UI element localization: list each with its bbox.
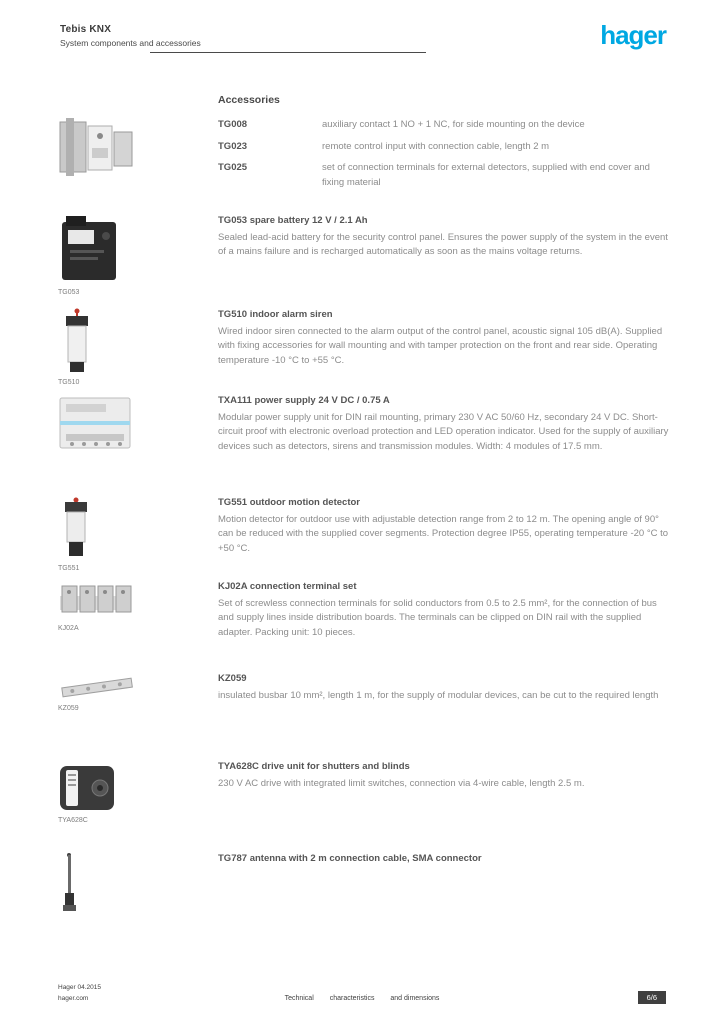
product-row: TG053 TG053 spare battery 12 V / 2.1 Ah … bbox=[58, 214, 670, 296]
product-caption: TYA628C bbox=[58, 817, 88, 824]
product-text: TXA111 power supply 24 V DC / 0.75 A Mod… bbox=[218, 394, 670, 455]
terminal-set-image bbox=[60, 585, 132, 613]
reference-code: TG053 bbox=[218, 215, 248, 226]
reference-code: KZ059 bbox=[218, 673, 247, 684]
product-text: TG510 indoor alarm siren Wired indoor si… bbox=[218, 308, 670, 369]
product-caption: TG053 bbox=[58, 289, 80, 296]
product-description: 230 V AC drive with integrated limit swi… bbox=[218, 777, 585, 789]
product-description: Sealed lead-acid battery for the securit… bbox=[218, 231, 668, 258]
product-image-column: TG551 bbox=[58, 496, 218, 572]
product-image-column bbox=[58, 394, 218, 455]
product-caption: TG551 bbox=[58, 565, 80, 572]
accessory-entry: TG008 auxiliary contact 1 NO + 1 NC, for… bbox=[218, 118, 670, 133]
reference-code: TXA111 bbox=[218, 395, 252, 406]
reference-line: TG510 indoor alarm siren bbox=[218, 308, 670, 323]
product-image-column bbox=[58, 118, 218, 179]
power-supply-image bbox=[59, 397, 131, 449]
page-header: Tebis KNX System components and accessor… bbox=[60, 24, 201, 48]
product-text: KZ059 insulated busbar 10 mm², length 1 … bbox=[218, 672, 670, 703]
product-image-column: KZ059 bbox=[58, 672, 218, 712]
product-row: TG787 antenna with 2 m connection cable,… bbox=[58, 852, 670, 917]
product-text: TG008 auxiliary contact 1 NO + 1 NC, for… bbox=[218, 118, 670, 198]
product-image-column: TG053 bbox=[58, 214, 218, 296]
product-title: drive unit for shutters and blinds bbox=[261, 761, 410, 772]
product-caption: TG510 bbox=[58, 379, 80, 386]
wired-detector-image bbox=[66, 308, 88, 372]
outdoor-detector-image bbox=[65, 497, 87, 556]
product-row: TYA628C TYA628C drive unit for shutters … bbox=[58, 760, 670, 824]
battery-image bbox=[62, 216, 116, 280]
product-row: KZ059 KZ059 insulated busbar 10 mm², len… bbox=[58, 672, 670, 712]
product-image-column: TYA628C bbox=[58, 760, 218, 824]
product-image-column: TG510 bbox=[58, 308, 218, 386]
reference-line: KZ059 bbox=[218, 672, 670, 687]
reference-line: TG787 antenna with 2 m connection cable,… bbox=[218, 852, 670, 867]
product-description: insulated busbar 10 mm², length 1 m, for… bbox=[218, 689, 659, 701]
reference-code: TG787 bbox=[218, 853, 248, 864]
product-title: power supply 24 V DC / 0.75 A bbox=[254, 395, 390, 406]
product-row: TXA111 power supply 24 V DC / 0.75 A Mod… bbox=[58, 394, 670, 455]
reference-line: KJ02A connection terminal set bbox=[218, 580, 670, 595]
product-title: indoor alarm siren bbox=[249, 309, 333, 320]
product-title: antenna with 2 m connection cable, SMA c… bbox=[249, 853, 482, 864]
footer-left-line2: hager.com bbox=[58, 994, 89, 1002]
antenna-image bbox=[63, 853, 76, 911]
footer-center-item: and dimensions bbox=[390, 995, 440, 1002]
reference-code: TG510 bbox=[218, 309, 248, 320]
reference-line: TYA628C drive unit for shutters and blin… bbox=[218, 760, 670, 775]
product-text: TG053 spare battery 12 V / 2.1 Ah Sealed… bbox=[218, 214, 670, 260]
reference-line: TXA111 power supply 24 V DC / 0.75 A bbox=[218, 394, 670, 409]
reference-description: set of connection terminals for external… bbox=[322, 162, 650, 189]
product-description: Set of screwless connection terminals fo… bbox=[218, 597, 657, 639]
busbar-image bbox=[61, 677, 133, 698]
reference-code: TG025 bbox=[218, 162, 248, 174]
reference-code: TG551 bbox=[218, 497, 248, 508]
hager-logo: hager bbox=[600, 20, 667, 50]
product-description: Wired indoor siren connected to the alar… bbox=[218, 325, 663, 367]
product-text: TYA628C drive unit for shutters and blin… bbox=[218, 760, 670, 791]
reference-code: TYA628C bbox=[218, 761, 259, 772]
product-description: Motion detector for outdoor use with adj… bbox=[218, 513, 669, 555]
product-description: Modular power supply unit for DIN rail m… bbox=[218, 411, 669, 453]
drive-unit-image bbox=[60, 766, 114, 810]
product-caption: KZ059 bbox=[58, 705, 79, 712]
reference-description: auxiliary contact 1 NO + 1 NC, for side … bbox=[322, 119, 585, 130]
reference-code: KJ02A bbox=[218, 581, 248, 592]
product-text: TG787 antenna with 2 m connection cable,… bbox=[218, 852, 670, 869]
footer-left: Hager 04.2015 hager.com bbox=[58, 983, 101, 1004]
accessory-entry: TG025 set of connection terminals for ex… bbox=[218, 161, 670, 190]
reference-code: TG008 bbox=[218, 119, 248, 130]
product-image-column bbox=[58, 852, 218, 917]
footer-center-item: characteristics bbox=[329, 995, 375, 1002]
product-image-column: KJ02A bbox=[58, 580, 218, 632]
footer-center: Technical characteristics and dimensions bbox=[120, 995, 604, 1002]
product-caption: KJ02A bbox=[58, 625, 79, 632]
page-subtitle: System components and accessories bbox=[60, 38, 201, 48]
product-title: spare battery 12 V / 2.1 Ah bbox=[249, 215, 368, 226]
product-text: TG551 outdoor motion detector Motion det… bbox=[218, 496, 670, 557]
reference-line: TG551 outdoor motion detector bbox=[218, 496, 670, 511]
reference-code: TG023 bbox=[218, 140, 248, 152]
section-heading: Accessories bbox=[218, 94, 280, 106]
product-row: TG008 auxiliary contact 1 NO + 1 NC, for… bbox=[58, 118, 670, 198]
product-title: outdoor motion detector bbox=[249, 497, 360, 508]
product-text: KJ02A connection terminal set Set of scr… bbox=[218, 580, 670, 641]
product-row: TG551 TG551 outdoor motion detector Moti… bbox=[58, 496, 670, 572]
header-rule bbox=[150, 52, 426, 53]
page-number-badge: 6/6 bbox=[637, 991, 666, 1004]
product-title: connection terminal set bbox=[249, 581, 357, 592]
auxiliary-contact-image bbox=[59, 118, 133, 176]
reference-description: remote control input with connection cab… bbox=[322, 140, 550, 152]
footer-left-line1: Hager 04.2015 bbox=[58, 984, 102, 992]
reference-line: TG053 spare battery 12 V / 2.1 Ah bbox=[218, 214, 670, 229]
product-row: KJ02A KJ02A connection terminal set Set … bbox=[58, 580, 670, 641]
page-title: Tebis KNX bbox=[60, 24, 112, 35]
product-row: TG510 TG510 indoor alarm siren Wired ind… bbox=[58, 308, 670, 386]
accessory-entry: TG023 remote control input with connecti… bbox=[218, 140, 670, 155]
footer-center-item: Technical bbox=[284, 995, 314, 1002]
